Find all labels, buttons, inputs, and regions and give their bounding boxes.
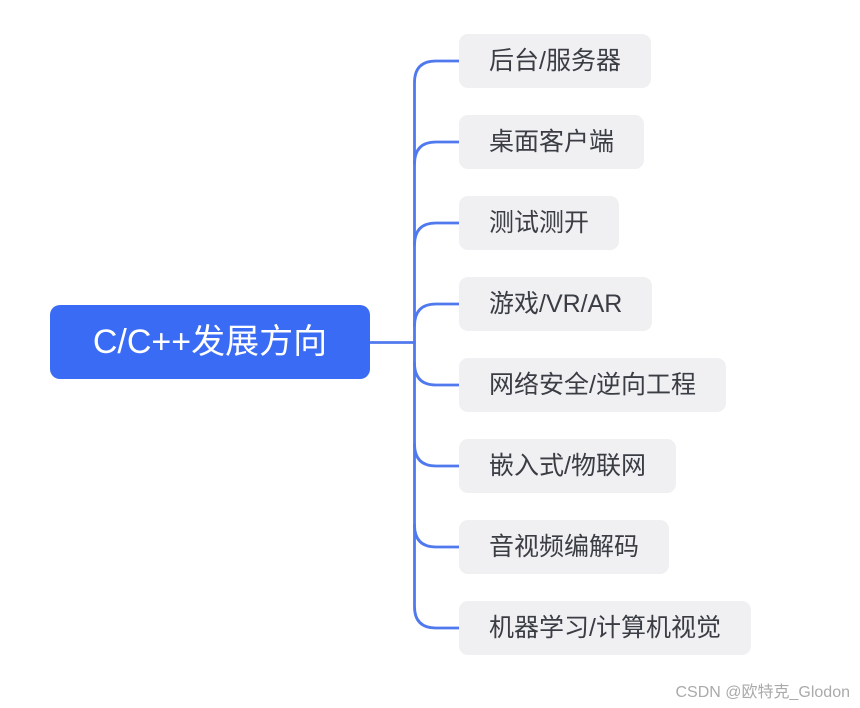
watermark: CSDN @欧特克_Glodon [675,684,850,701]
connector-branch-2 [413,140,461,166]
branch-node-5[interactable]: 网络安全/逆向工程 [459,358,726,412]
branch-node-4[interactable]: 游戏/VR/AR [459,277,653,331]
connector-branch-6 [413,442,461,468]
connector-trunk [413,59,461,630]
connector-branch-7 [413,523,461,549]
branch-node-1[interactable]: 后台/服务器 [459,34,651,88]
connector-branch-4 [413,302,461,328]
connector-branch-5 [413,361,461,387]
root-node[interactable]: C/C++发展方向 [50,305,370,379]
branch-node-3[interactable]: 测试测开 [459,196,620,250]
connector-branch-3 [413,221,461,247]
branch-node-7[interactable]: 音视频编解码 [459,520,670,574]
branch-node-6[interactable]: 嵌入式/物联网 [459,439,676,493]
branch-node-2[interactable]: 桌面客户端 [459,115,645,169]
branch-node-8[interactable]: 机器学习/计算机视觉 [459,601,751,655]
